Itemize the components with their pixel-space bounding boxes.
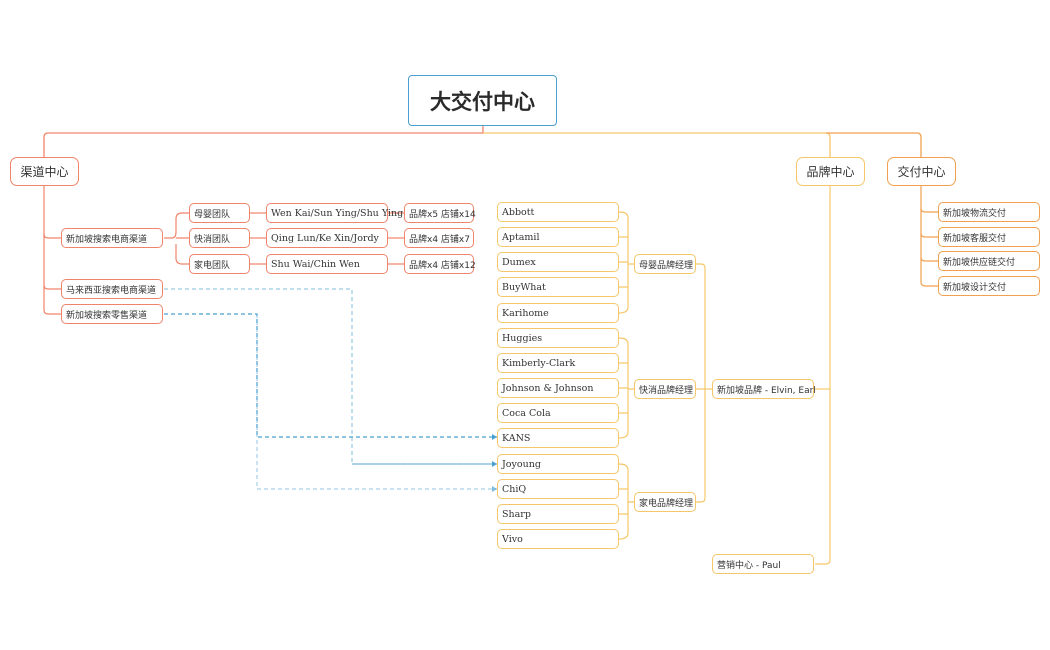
channel-spine (43, 185, 61, 315)
brand-topic[interactable]: Aptamil (497, 227, 619, 247)
team-stats-topic[interactable]: 品牌x5 店铺x14 (404, 203, 476, 223)
link-sg-retail (164, 313, 497, 438)
sg-brand-topic[interactable]: 新加坡品牌 - Elvin, Earl (712, 379, 816, 399)
team-members-topic[interactable]: Wen Kai/Sun Ying/Shu Ying (266, 203, 403, 223)
brand-topic[interactable]: BuyWhat (497, 277, 619, 297)
brand-topic[interactable]: Huggies (497, 328, 619, 348)
brand-topic[interactable]: KANS (497, 428, 619, 448)
link-my-ecom (164, 288, 497, 465)
brand-topic[interactable]: Abbott (497, 202, 619, 222)
root-topic[interactable]: 大交付中心 (408, 75, 557, 126)
brand-topic[interactable]: Sharp (497, 504, 619, 524)
delivery-item-topic[interactable]: 新加坡物流交付 (938, 202, 1040, 222)
brand-topic[interactable]: Johnson & Johnson (497, 378, 619, 398)
team-brace (164, 212, 189, 265)
brand-manager-topic[interactable]: 快消品牌经理 (634, 379, 696, 399)
brand-topic[interactable]: Vivo (497, 529, 619, 549)
sg-retail-channel-topic[interactable]: 新加坡搜索零售渠道 (61, 304, 163, 324)
brand-topic[interactable]: Kimberly-Clark (497, 353, 619, 373)
team-stats-topic[interactable]: 品牌x4 店铺x7 (404, 228, 474, 248)
brand-topic[interactable]: Coca Cola (497, 403, 619, 423)
team-members-topic[interactable]: Shu Wai/Chin Wen (266, 254, 388, 274)
delivery-center-topic[interactable]: 交付中心 (887, 157, 956, 186)
channel-center-topic[interactable]: 渠道中心 (10, 157, 79, 186)
brand-manager-topic[interactable]: 家电品牌经理 (634, 492, 696, 512)
brand-topic[interactable]: Karihome (497, 303, 619, 323)
delivery-item-topic[interactable]: 新加坡客服交付 (938, 227, 1040, 247)
brand-topic[interactable]: Dumex (497, 252, 619, 272)
brand-spine (815, 185, 831, 565)
team-name-topic[interactable]: 快消团队 (189, 228, 250, 248)
delivery-spine (920, 185, 938, 287)
team-name-topic[interactable]: 母婴团队 (189, 203, 250, 223)
my-ecom-channel-topic[interactable]: 马来西亚搜索电商渠道 (61, 279, 163, 299)
brand-manager-topic[interactable]: 母婴品牌经理 (634, 254, 696, 274)
brand-topic[interactable]: Joyoung (497, 454, 619, 474)
root-branch-channel (43, 126, 484, 157)
delivery-item-topic[interactable]: 新加坡供应链交付 (938, 251, 1040, 271)
team-stats-topic[interactable]: 品牌x4 店铺x12 (404, 254, 476, 274)
marketing-center-topic[interactable]: 营销中心 - Paul (712, 554, 814, 574)
team-name-topic[interactable]: 家电团队 (189, 254, 250, 274)
root-branch-brand (483, 132, 831, 157)
root-branch-delivery (826, 132, 922, 157)
team-members-topic[interactable]: Qing Lun/Ke Xin/Jordy (266, 228, 388, 248)
sg-ecom-channel-topic[interactable]: 新加坡搜索电商渠道 (61, 228, 163, 248)
brand-center-topic[interactable]: 品牌中心 (796, 157, 865, 186)
brand-topic[interactable]: ChiQ (497, 479, 619, 499)
delivery-item-topic[interactable]: 新加坡设计交付 (938, 276, 1040, 296)
